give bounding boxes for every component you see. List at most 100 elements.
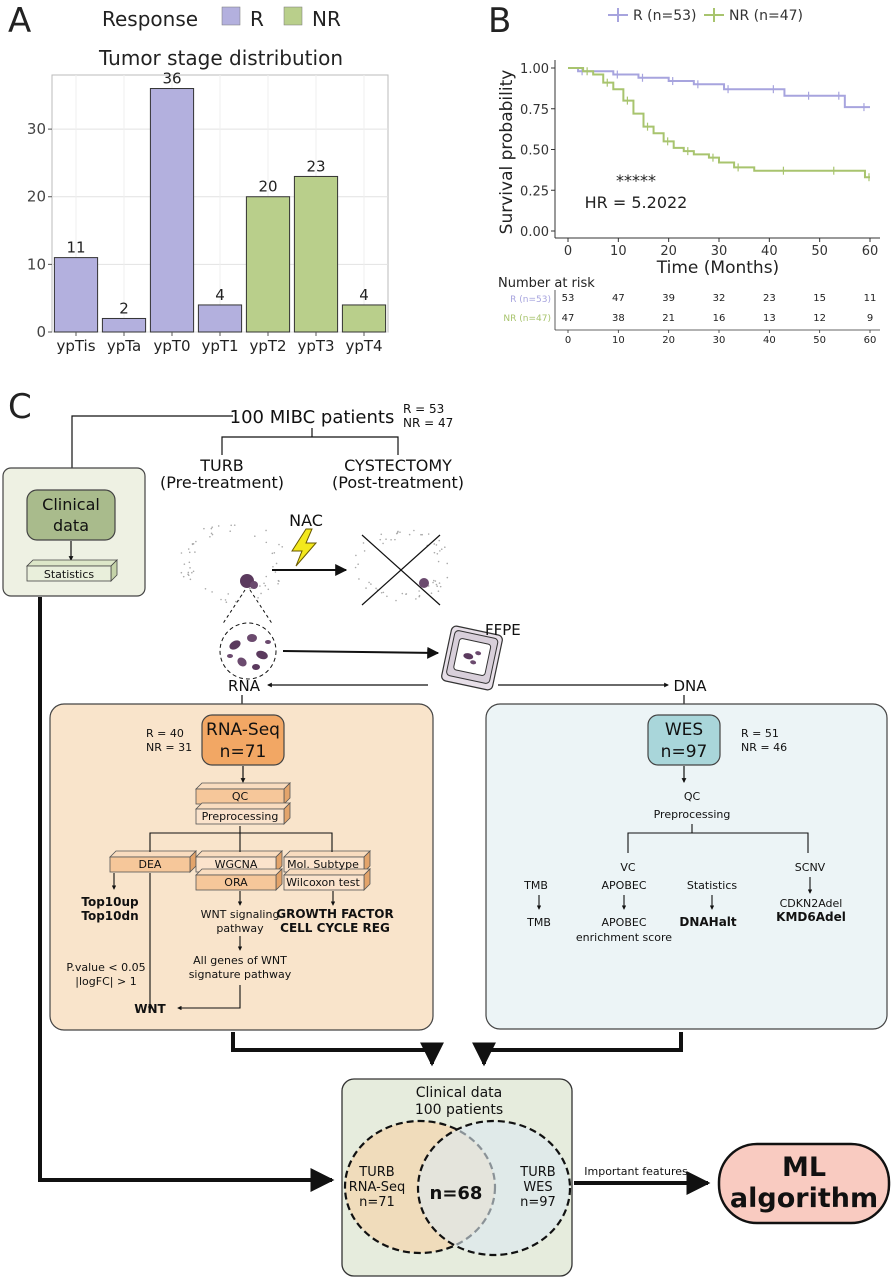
ora-box bbox=[195, 874, 277, 891]
bladder-dot bbox=[430, 592, 433, 594]
km-legend-r: R (n=53) bbox=[633, 8, 697, 24]
bars bbox=[53, 88, 387, 333]
km-x-tick-label: 50 bbox=[811, 244, 828, 259]
risk-title: Number at risk bbox=[498, 276, 595, 291]
rna-seq-title: RNA-Seq bbox=[206, 720, 280, 740]
arrow-rna-merge bbox=[231, 1032, 444, 1067]
bladder-dot bbox=[217, 525, 220, 527]
wnt-result: WNT bbox=[134, 1002, 166, 1016]
bladder-dot bbox=[435, 544, 438, 546]
bladder-dot bbox=[363, 550, 366, 552]
lightning-icon bbox=[291, 528, 318, 567]
bladder-dot bbox=[415, 598, 417, 600]
km-x-tick-label: 40 bbox=[761, 244, 778, 259]
bladder-dot bbox=[394, 538, 396, 541]
bladder-dot bbox=[397, 530, 399, 533]
risk-cell: 47 bbox=[612, 293, 625, 304]
venn-right-1: TURB bbox=[519, 1165, 555, 1180]
venn-left-3: n=71 bbox=[359, 1195, 395, 1210]
bladder-dot bbox=[358, 578, 360, 580]
tumor-pre-lobe bbox=[250, 581, 258, 589]
bladder-dot bbox=[421, 533, 423, 536]
legend-swatch-r bbox=[221, 6, 241, 26]
risk-cell: 39 bbox=[662, 293, 675, 304]
legend-swatch-nr bbox=[283, 6, 303, 26]
venn-right-2: WES bbox=[523, 1180, 552, 1195]
dea-box-top bbox=[109, 850, 197, 858]
nac-label: NAC bbox=[289, 511, 323, 530]
km-legend-nr: NR (n=47) bbox=[729, 8, 803, 24]
bladder-dot bbox=[265, 541, 268, 544]
bladder-dot bbox=[191, 543, 194, 545]
bladder-dot bbox=[365, 587, 367, 589]
bladder-dot bbox=[439, 585, 442, 588]
connector-turb-cystectomy bbox=[221, 436, 399, 455]
bladder-dot bbox=[180, 552, 183, 554]
bar-x-label: ypT1 bbox=[201, 337, 238, 355]
venn-right-3: n=97 bbox=[520, 1195, 556, 1210]
bladder-dot bbox=[439, 550, 441, 552]
bladder-dots-left bbox=[180, 524, 284, 604]
bladder-dot bbox=[433, 551, 436, 554]
wnt-path-1: WNT signaling bbox=[201, 908, 280, 921]
bladder-dot bbox=[263, 582, 265, 585]
bladder-dot bbox=[436, 585, 438, 588]
bladder-dot bbox=[379, 538, 382, 541]
bladder-dot bbox=[204, 587, 207, 590]
risk-cell: 9 bbox=[867, 313, 873, 324]
bar-y-tick-label: 20 bbox=[27, 188, 46, 206]
patients-r: R = 53 bbox=[403, 402, 444, 416]
bladder-dot bbox=[362, 542, 365, 544]
rna-seq-n: n=71 bbox=[220, 742, 267, 762]
risk-cell: 53 bbox=[562, 293, 575, 304]
km-x-tick-label: 0 bbox=[564, 244, 572, 259]
bladder-dot bbox=[418, 595, 421, 598]
bladder-dot bbox=[436, 552, 439, 555]
venn-center: n=68 bbox=[430, 1183, 483, 1204]
bladder-dot bbox=[408, 533, 411, 536]
bar-x-label: ypTis bbox=[56, 337, 95, 355]
bladder-dot bbox=[433, 543, 436, 545]
cell-cycle-reg: CELL CYCLE REG bbox=[280, 921, 390, 935]
risk-cell: 21 bbox=[662, 313, 675, 324]
risk-x-tick-label: 60 bbox=[864, 335, 877, 346]
bladder-dot bbox=[432, 581, 434, 584]
bladder-dot bbox=[354, 566, 357, 569]
turb-label: TURB bbox=[199, 456, 244, 475]
km-xlabel: Time (Months) bbox=[656, 258, 779, 278]
venn-left-1: TURB bbox=[358, 1165, 394, 1180]
bladder-dot bbox=[189, 578, 192, 581]
chart-title: Tumor stage distribution bbox=[98, 46, 343, 70]
bladder-dot bbox=[211, 526, 214, 528]
cell-clusters bbox=[227, 634, 271, 670]
bladder-dot bbox=[203, 527, 205, 530]
bar-value-label: 4 bbox=[215, 286, 225, 304]
bladder-dot bbox=[257, 596, 259, 599]
rna-seq-box bbox=[201, 714, 285, 766]
panel-c-letter: C bbox=[8, 387, 32, 427]
bar-x-label: ypT0 bbox=[153, 337, 190, 355]
bladder-dot bbox=[434, 580, 437, 582]
statistics-box-label: Statistics bbox=[687, 879, 738, 892]
clinical-data-box bbox=[26, 489, 116, 541]
bladder-dot bbox=[432, 579, 435, 582]
bladder-dot bbox=[224, 599, 227, 601]
risk-cell: 12 bbox=[813, 313, 826, 324]
bar-value-label: 20 bbox=[258, 178, 277, 196]
bladder-dot bbox=[395, 599, 397, 602]
bladder-dot bbox=[437, 590, 440, 592]
bladder-dot bbox=[187, 574, 190, 577]
km-y-tick-label: 0.50 bbox=[520, 144, 549, 159]
apobec-result-1: APOBEC bbox=[602, 916, 647, 929]
bladder-dot bbox=[446, 562, 449, 565]
risk-cell: 15 bbox=[813, 293, 826, 304]
rna-qc-label: QC bbox=[232, 790, 249, 803]
bladder-dot bbox=[260, 592, 262, 595]
wes-r: R = 51 bbox=[741, 727, 779, 740]
risk-cell: 23 bbox=[763, 293, 776, 304]
top10dn: Top10dn bbox=[81, 909, 138, 923]
bar-ypT4 bbox=[341, 304, 387, 333]
top10up: Top10up bbox=[81, 895, 139, 909]
risk-cell: 16 bbox=[713, 313, 726, 324]
